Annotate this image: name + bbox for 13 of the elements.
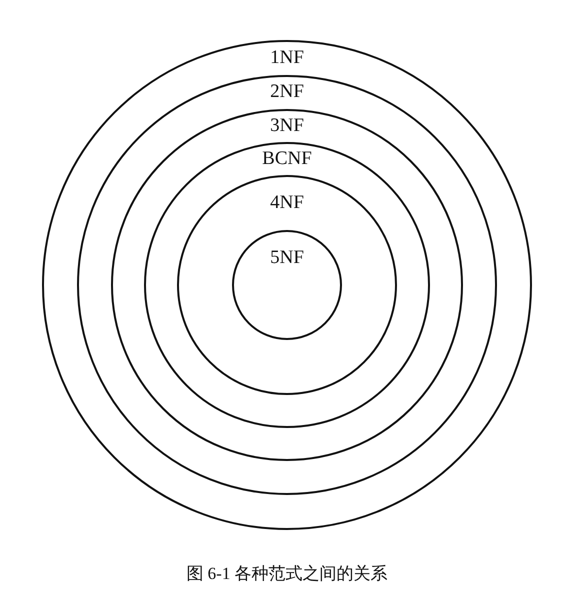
ring-label: 4NF: [270, 192, 304, 214]
ring-label: 3NF: [270, 114, 304, 136]
ring: [77, 75, 497, 495]
ring: [144, 142, 430, 428]
ring: [232, 230, 342, 340]
ring-label: 1NF: [270, 46, 304, 68]
ring: [42, 40, 532, 530]
ring-label: 2NF: [270, 81, 304, 103]
ring: [111, 109, 463, 461]
ring: [177, 175, 397, 395]
ring-label: 5NF: [270, 246, 304, 268]
ring-label: BCNF: [262, 148, 312, 170]
figure-caption: 图 6-1 各种范式之间的关系: [186, 563, 388, 585]
